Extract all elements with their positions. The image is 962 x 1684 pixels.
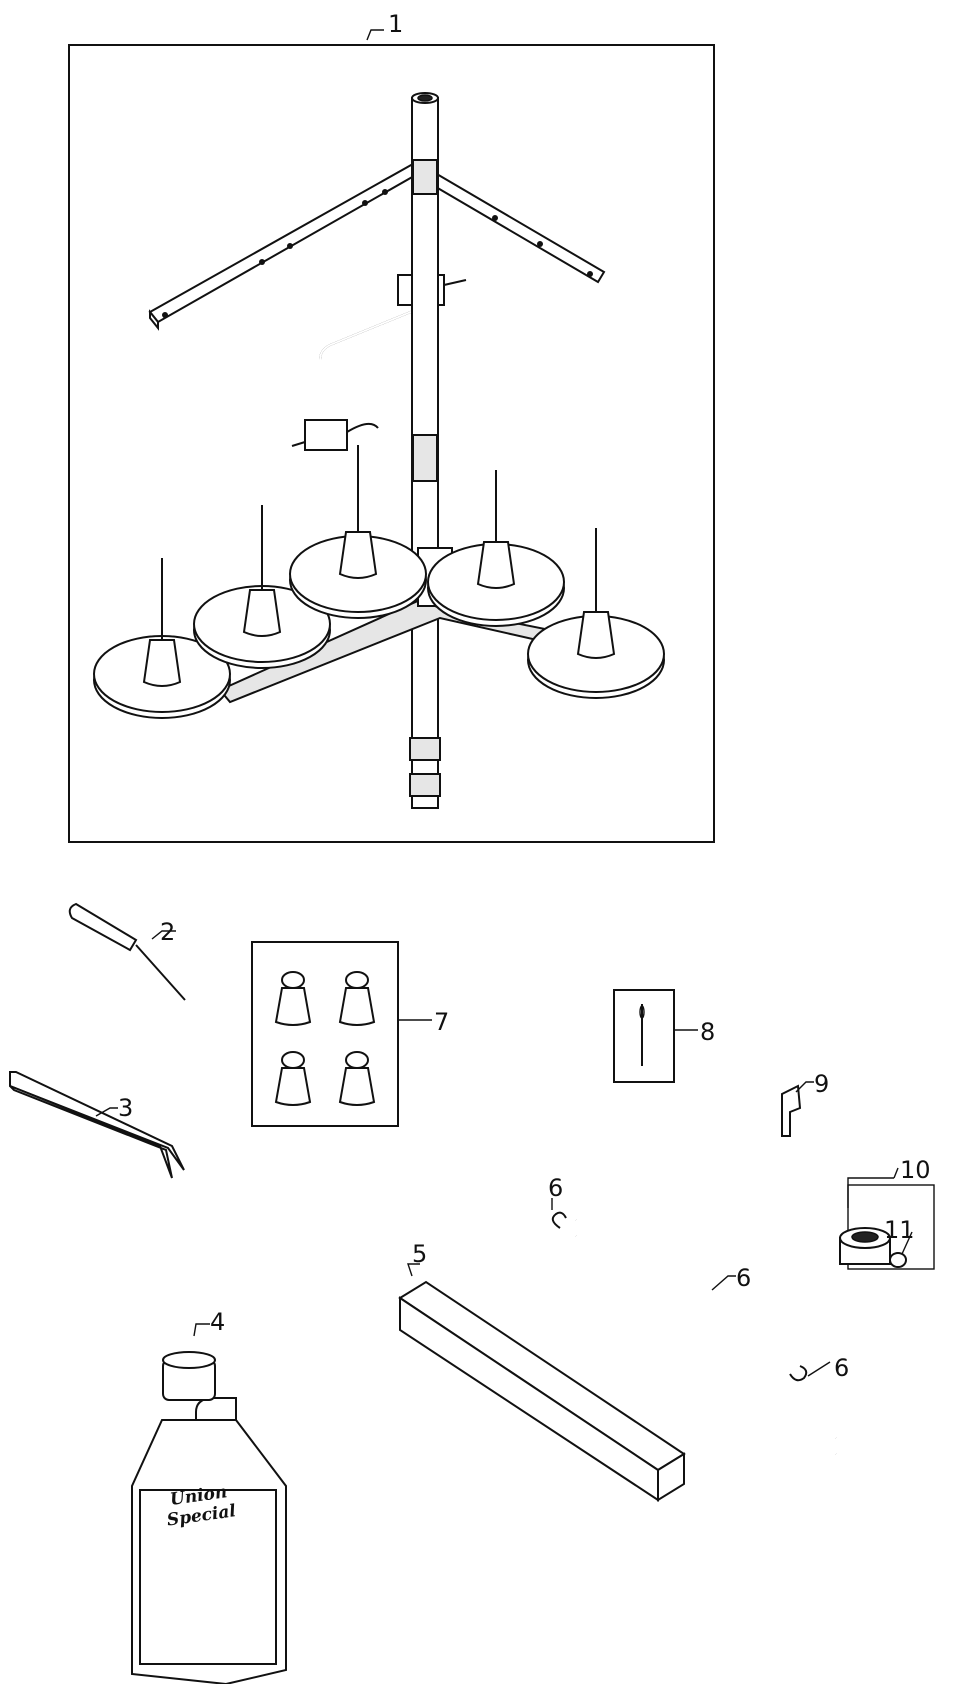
spool-disc bbox=[527, 528, 665, 699]
callout-7: 6 bbox=[736, 1264, 751, 1292]
callout-6-top: 6 bbox=[548, 1174, 563, 1202]
callout-3: 3 bbox=[118, 1094, 133, 1122]
callout-8: 7 bbox=[434, 1008, 449, 1036]
callout-6-bottom: 6 bbox=[834, 1354, 849, 1382]
spool-disc bbox=[193, 505, 331, 669]
spool-cone bbox=[274, 971, 312, 1026]
thread-stand-pole bbox=[409, 92, 441, 809]
callout-9: 8 bbox=[700, 1018, 715, 1046]
spool-disc bbox=[289, 445, 427, 619]
thread-stand-arms bbox=[148, 158, 606, 331]
thread-guide-rod bbox=[291, 274, 467, 451]
screwdriver: 2 bbox=[68, 902, 186, 1001]
thread-stand-frame bbox=[68, 44, 715, 843]
needle-packet: 8 bbox=[613, 989, 715, 1083]
spool-cone-set: 7 bbox=[251, 941, 449, 1127]
tweezers: 3 bbox=[9, 1071, 185, 1179]
thread-stand-assembly: 1 bbox=[68, 10, 715, 843]
chain-assembly: 6 6 6 bbox=[548, 1174, 849, 1456]
part-10: 9 bbox=[781, 1070, 829, 1137]
callout-1: 1 bbox=[388, 10, 403, 38]
spool-cone-box bbox=[251, 941, 399, 1127]
callout-2: 2 bbox=[160, 918, 175, 946]
spool-cone bbox=[274, 1051, 312, 1106]
oil-bottle: 4 bbox=[131, 1308, 287, 1684]
callout-12: 11 bbox=[884, 1216, 915, 1244]
spool-cone bbox=[338, 971, 376, 1026]
callout-5: 5 bbox=[412, 1240, 427, 1268]
oil-bottle-label: Union Special bbox=[136, 1482, 264, 1530]
callout-10: 9 bbox=[814, 1070, 829, 1098]
spool-disc bbox=[93, 558, 231, 719]
callout-4: 4 bbox=[210, 1308, 225, 1336]
callout-11: 10 bbox=[900, 1156, 931, 1184]
spool-disc bbox=[427, 470, 565, 627]
spool-cone bbox=[338, 1051, 376, 1106]
wood-block: 5 bbox=[398, 1240, 686, 1502]
part-11-12: 10 11 bbox=[839, 1156, 935, 1270]
